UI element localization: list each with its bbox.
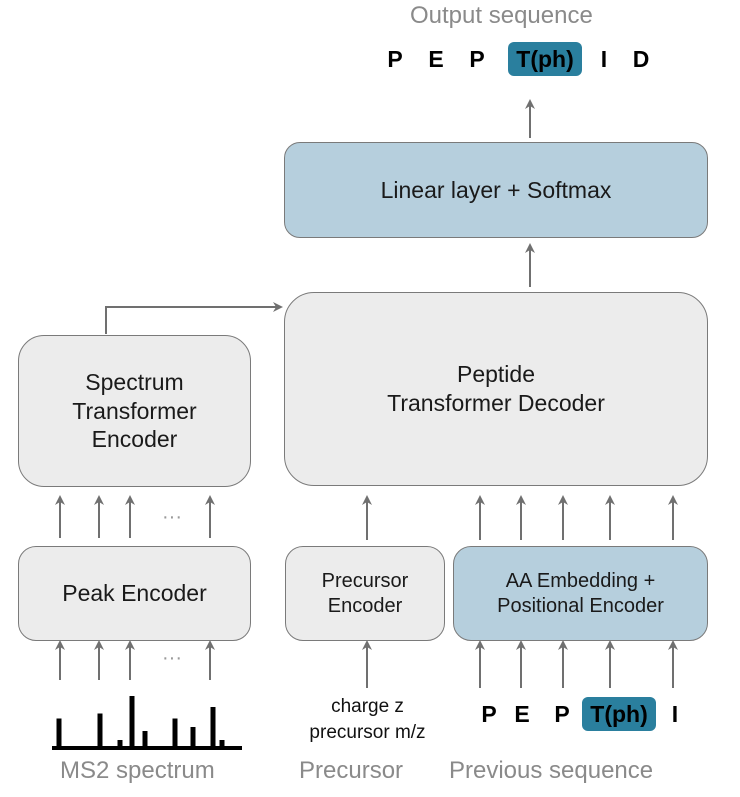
spectrum-encoder-label-3: Encoder — [91, 426, 178, 453]
spectrum-encoder-label-1: Spectrum — [85, 368, 184, 395]
precursor-caption: Precursor — [299, 757, 404, 784]
output-token: E — [428, 46, 444, 72]
output-token: P — [387, 46, 403, 72]
arrow-encoder-to-decoder — [105, 302, 283, 334]
peptide-decoder-block: Peptide Transformer Decoder — [284, 292, 708, 486]
precursor-input-text: charge z precursor m/z — [285, 694, 450, 745]
spectrum-encoder-label-2: Transformer — [72, 397, 197, 424]
spectrum-peak — [142, 731, 148, 746]
precursor-mz-label: precursor m/z — [309, 721, 426, 743]
spectrum-peak — [129, 696, 135, 746]
spectrum-peak — [97, 713, 103, 746]
output-token-highlighted: T(ph) — [508, 42, 582, 76]
previous-token: P — [481, 701, 497, 727]
peak-encoder-block: Peak Encoder — [18, 546, 251, 641]
precursor-charge-label: charge z — [331, 696, 404, 717]
ellipsis-spectrum: ··· — [162, 647, 182, 669]
aa-embedding-label-1: AA Embedding + — [505, 569, 656, 592]
spectrum-peak — [219, 740, 225, 746]
aa-embedding-block: AA Embedding + Positional Encoder — [453, 546, 708, 641]
ellipsis-encoder: ··· — [162, 506, 182, 528]
ms2-spectrum-caption: MS2 spectrum — [60, 757, 215, 784]
output-token: I — [600, 46, 608, 72]
aa-embedding-label-2: Positional Encoder — [497, 594, 664, 617]
spectrum-peak — [190, 727, 196, 746]
linear-softmax-label: Linear layer + Softmax — [380, 176, 612, 203]
spectrum-peak — [117, 740, 123, 746]
previous-token: I — [671, 701, 679, 727]
precursor-encoder-label-2: Encoder — [327, 594, 403, 617]
spectrum-encoder-block: Spectrum Transformer Encoder — [18, 335, 251, 487]
previous-token-highlighted: T(ph) — [582, 697, 656, 731]
decoder-label-1: Peptide — [456, 361, 535, 388]
precursor-encoder-label-1: Precursor — [321, 569, 409, 592]
previous-sequence-caption: Previous sequence — [449, 757, 654, 784]
spectrum-baseline — [52, 746, 242, 750]
output-sequence-caption: Output sequence — [410, 2, 593, 29]
spectrum-peak — [210, 707, 216, 746]
peak-encoder-label: Peak Encoder — [62, 580, 207, 607]
ms2-spectrum-plot — [52, 696, 242, 750]
decoder-label-2: Transformer Decoder — [387, 390, 605, 416]
spectrum-peak — [172, 718, 178, 746]
output-token: P — [469, 46, 485, 72]
precursor-encoder-block: Precursor Encoder — [285, 546, 445, 641]
previous-token: P — [554, 701, 570, 727]
spectrum-peak — [56, 718, 62, 746]
previous-token: E — [514, 701, 530, 727]
linear-softmax-block: Linear layer + Softmax — [284, 142, 708, 238]
output-token: D — [632, 46, 650, 72]
